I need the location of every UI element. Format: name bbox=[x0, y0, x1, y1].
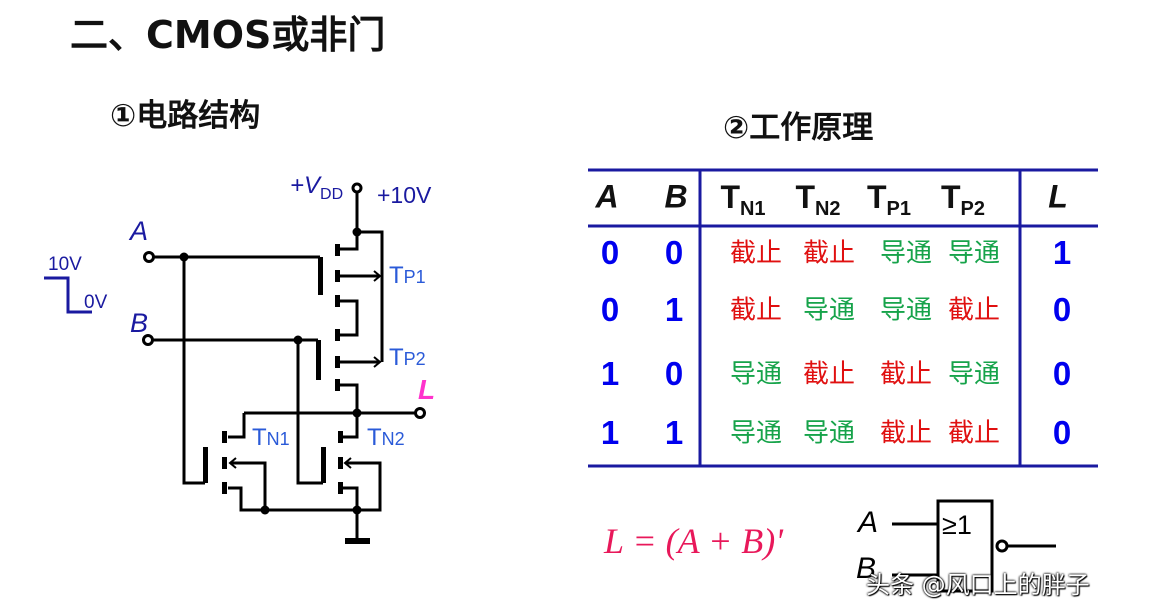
table-cell-state: 截止 bbox=[802, 238, 856, 269]
table-cell-state: 导通 bbox=[802, 295, 856, 326]
table-cell-bit: 0 bbox=[1052, 291, 1072, 328]
input-a-label: A bbox=[130, 216, 149, 246]
table-cell-bit: 0 bbox=[664, 234, 684, 271]
table-cell-bit: 0 bbox=[600, 234, 620, 271]
table-cell-state: 截止 bbox=[947, 418, 1001, 449]
table-cell-bit: 0 bbox=[664, 355, 684, 392]
vdd-text: +V bbox=[290, 172, 321, 199]
table-cell-bit: 1 bbox=[600, 355, 620, 392]
slide-title: 二、CMOS或非门 bbox=[70, 13, 386, 57]
table-cell-state: 截止 bbox=[947, 295, 1001, 326]
header-b: B bbox=[664, 178, 688, 215]
header-tp2-sub: P2 bbox=[960, 198, 986, 221]
header-tn2-sub: N2 bbox=[814, 198, 841, 221]
vdd-subscript: DD bbox=[320, 185, 344, 203]
header-tn1-main: T bbox=[720, 178, 740, 215]
tp1-text: T bbox=[389, 262, 404, 289]
tn2-text: T bbox=[367, 424, 382, 451]
gate-symbol: ≥1 bbox=[942, 510, 972, 540]
table-cell-state: 导通 bbox=[879, 295, 933, 326]
tp2-sub: P2 bbox=[403, 349, 426, 369]
table-cell-bit: 0 bbox=[600, 291, 620, 328]
vdd-value: +10V bbox=[377, 182, 432, 208]
table-cell-state: 截止 bbox=[729, 295, 783, 326]
tp2-label: TP2 bbox=[389, 344, 426, 372]
output-l-label: L bbox=[418, 374, 436, 405]
header-tn1-sub: N1 bbox=[739, 198, 766, 221]
table-cell-bit: 0 bbox=[1052, 414, 1072, 451]
wave-high-label: 10V bbox=[48, 254, 82, 275]
table-cell-state: 导通 bbox=[947, 238, 1001, 269]
table-cell-bit: 1 bbox=[664, 291, 684, 328]
vdd-label: +VDD bbox=[290, 172, 343, 204]
header-l: L bbox=[1048, 178, 1068, 215]
table-cell-bit: 1 bbox=[1052, 234, 1072, 271]
watermark: 头条 @风口上的胖子 bbox=[866, 571, 1090, 599]
table-cell-bit: 0 bbox=[1052, 355, 1072, 392]
output-formula: L = (A + B)' bbox=[604, 521, 783, 561]
table-cell-state: 截止 bbox=[802, 359, 856, 390]
tn1-label: TN1 bbox=[252, 424, 290, 452]
tn1-text: T bbox=[252, 424, 267, 451]
table-cell-bit: 1 bbox=[600, 414, 620, 451]
tn1-sub: N1 bbox=[266, 429, 290, 449]
header-tn2-main: T bbox=[795, 178, 815, 215]
gate-input-a: A bbox=[858, 506, 879, 539]
table-cell-state: 导通 bbox=[947, 359, 1001, 390]
table-cell-state: 导通 bbox=[879, 238, 933, 269]
tn2-sub: N2 bbox=[381, 429, 405, 449]
header-tp1: TP1 bbox=[867, 179, 911, 221]
section-principle-heading: ②工作原理 bbox=[723, 110, 874, 146]
tp1-label: TP1 bbox=[389, 262, 426, 290]
header-tp1-sub: P1 bbox=[886, 198, 912, 221]
table-cell-state: 截止 bbox=[729, 238, 783, 269]
table-cell-state: 导通 bbox=[802, 418, 856, 449]
header-tp1-main: T bbox=[866, 178, 887, 215]
table-cell-state: 导通 bbox=[729, 359, 783, 390]
section-circuit-heading: ①电路结构 bbox=[110, 98, 261, 134]
tp2-text: T bbox=[389, 344, 404, 371]
header-tn1: TN1 bbox=[720, 179, 765, 221]
table-cell-bit: 1 bbox=[664, 414, 684, 451]
input-b-label: B bbox=[130, 308, 149, 338]
header-tp2: TP2 bbox=[941, 179, 985, 221]
header-a: A bbox=[595, 178, 619, 215]
tn2-label: TN2 bbox=[367, 424, 405, 452]
header-tp2-main: T bbox=[940, 178, 961, 215]
gate-input-b: B bbox=[856, 552, 877, 585]
wave-low-label: 0V bbox=[84, 292, 108, 313]
table-cell-state: 导通 bbox=[729, 418, 783, 449]
header-tn2: TN2 bbox=[795, 179, 840, 221]
tp1-sub: P1 bbox=[403, 267, 426, 287]
table-cell-state: 截止 bbox=[879, 359, 933, 390]
table-cell-state: 截止 bbox=[879, 418, 933, 449]
